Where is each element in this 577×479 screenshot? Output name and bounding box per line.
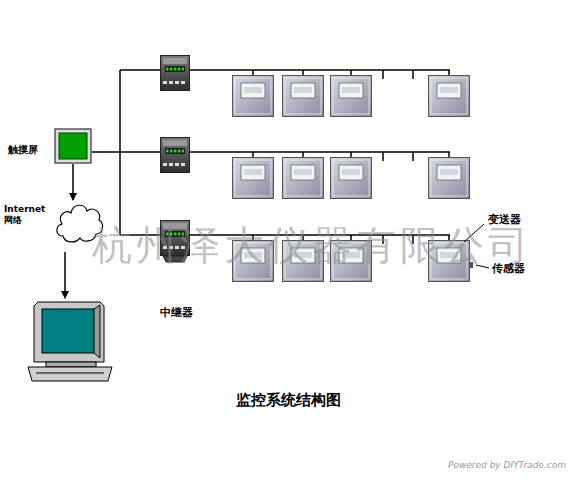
screen-frame: [55, 129, 91, 163]
cloud-outline: [57, 205, 103, 242]
node-label: 触摸屏: [8, 144, 38, 157]
diagram-caption: 监控系统结构图: [0, 391, 577, 410]
repeater-label: 中继器: [160, 305, 193, 320]
flow-arrow: [72, 164, 74, 200]
internet-cloud: Internet 网络: [4, 196, 105, 246]
touch-screen: 触摸屏: [8, 128, 92, 164]
touch-screen-icon: [54, 128, 92, 164]
watermark: Powered by DIYTrade.com: [448, 460, 566, 470]
node-label: Internet 网络: [4, 204, 45, 227]
screen-face: [59, 133, 87, 159]
watermark: 杭州泽大仪器有限公司: [92, 218, 532, 273]
